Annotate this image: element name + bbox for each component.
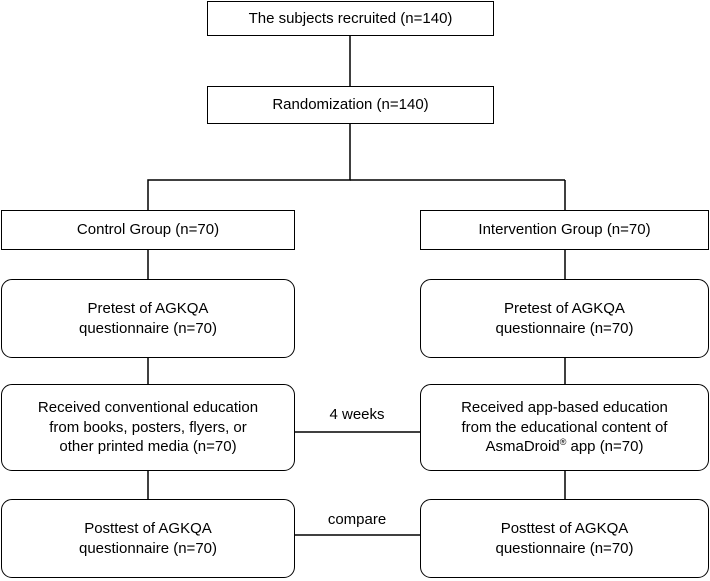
control-group-text: Control Group (n=70): [76, 221, 220, 239]
posttest-control-line-2: questionnaire (n=70): [78, 539, 217, 557]
duration-label: 4 weeks: [326, 406, 388, 423]
pretest-control-line-2: questionnaire (n=70): [78, 319, 217, 337]
posttest-control-line-1: Posttest of AGKQA: [84, 520, 212, 537]
app-suffix: app (n=70): [566, 438, 644, 456]
randomization-text: Randomization (n=140): [272, 96, 429, 114]
posttest-intervention-line-1: Posttest of AGKQA: [500, 520, 629, 537]
pretest-intervention-line-2: questionnaire (n=70): [495, 319, 634, 337]
pretest-control-box: Pretest of AGKQA questionnaire (n=70): [1, 279, 295, 358]
education-control-box: Received conventional education from boo…: [1, 384, 295, 471]
intervention-group-text: Intervention Group (n=70): [478, 221, 651, 239]
recruited-text: The subjects recruited (n=140): [248, 9, 453, 27]
posttest-intervention-line-2: questionnaire (n=70): [495, 539, 634, 557]
registered-mark: ®: [559, 437, 567, 448]
pretest-intervention-box: Pretest of AGKQA questionnaire (n=70): [420, 279, 709, 358]
posttest-control-box: Posttest of AGKQA questionnaire (n=70): [1, 499, 295, 578]
education-intervention-box: Received app-based education from the ed…: [420, 384, 709, 471]
education-intervention-line-1: Received app-based education: [461, 399, 668, 417]
education-intervention-line-3: AsmaDroid® app (n=70): [461, 437, 668, 457]
posttest-intervention-box: Posttest of AGKQA questionnaire (n=70): [420, 499, 709, 578]
compare-label: compare: [324, 511, 390, 528]
education-control-line-3: other printed media (n=70): [59, 438, 237, 456]
pretest-control-line-1: Pretest of AGKQA: [87, 300, 209, 317]
app-name: AsmaDroid: [485, 438, 560, 456]
connector-randomization-branch: [147, 122, 351, 211]
control-group-box: Control Group (n=70): [1, 210, 295, 250]
education-control-line-2: from books, posters, flyers, or: [49, 418, 247, 436]
pretest-intervention-line-1: Pretest of AGKQA: [504, 300, 625, 317]
education-control-line-1: Received conventional education: [37, 399, 259, 417]
intervention-group-box: Intervention Group (n=70): [420, 210, 709, 250]
recruited-box: The subjects recruited (n=140): [207, 1, 494, 36]
education-intervention-line-2: from the educational content of: [461, 418, 668, 436]
randomization-box: Randomization (n=140): [207, 86, 494, 124]
